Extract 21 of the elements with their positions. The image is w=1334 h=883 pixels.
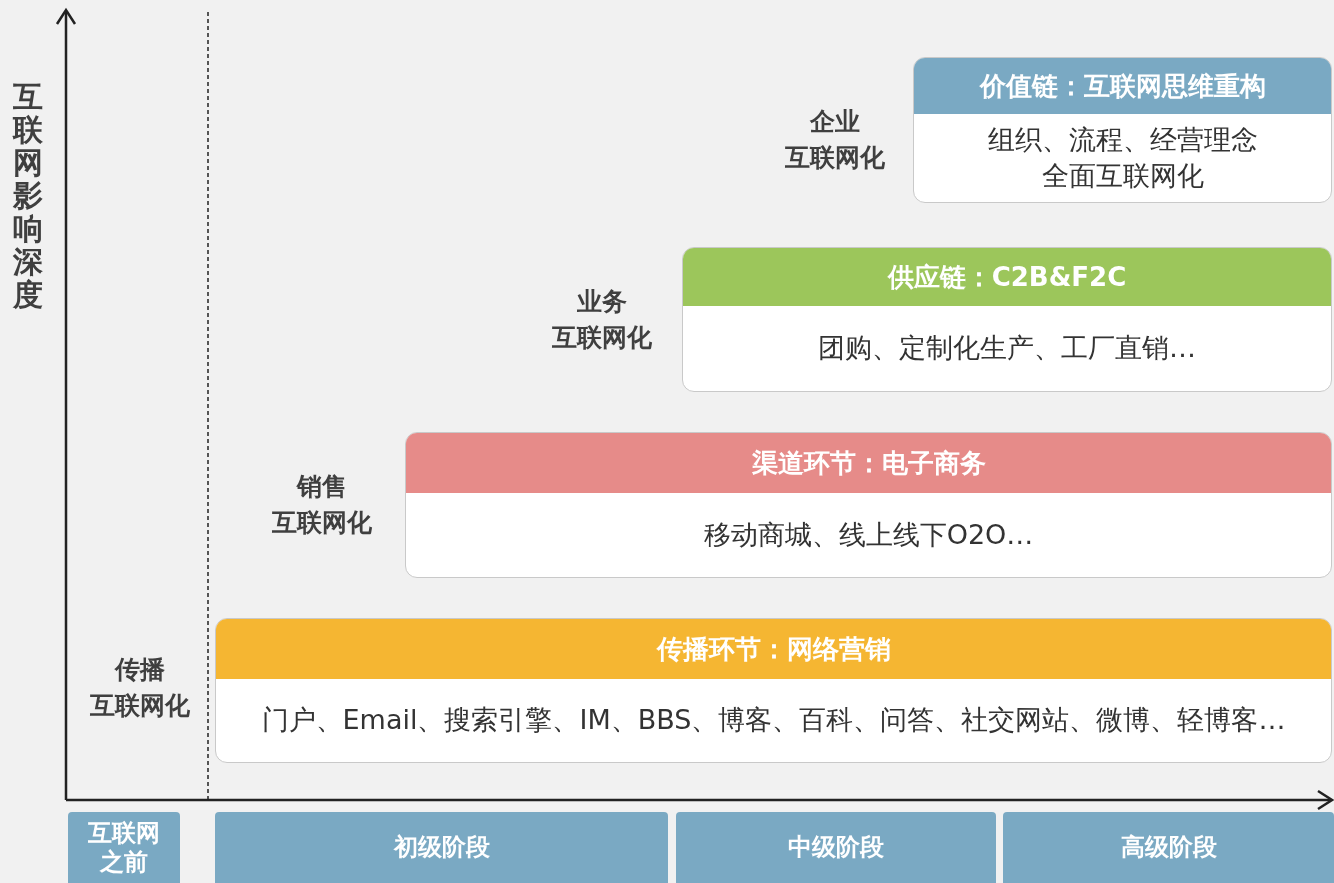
- stage-card: [682, 247, 1332, 392]
- level-label: 销售互联网化: [271, 471, 373, 540]
- stage-card: [215, 618, 1332, 763]
- card-text: 组织、流程、经营理念全面互联网化: [986, 122, 1259, 193]
- stage-card: [405, 432, 1332, 578]
- level-label: 传播互联网化: [89, 654, 191, 723]
- card-header: 价值链：互联网思维重构: [914, 58, 1331, 114]
- level-label: 企业互联网化: [784, 106, 886, 175]
- card-text: 团购、定制化生产、工厂直销…: [818, 331, 1196, 366]
- card-header: 传播环节：网络营销: [216, 619, 1331, 679]
- stage-tab: 高级阶段: [1003, 812, 1334, 883]
- stage-tab: 中级阶段: [676, 812, 996, 883]
- card-text: 门户、Email、搜索引擎、IM、BBS、博客、百科、问答、社交网站、微博、轻博客…: [261, 703, 1286, 738]
- stage-tab: 互联网之前: [68, 812, 180, 883]
- card-text: 移动商城、线上线下O2O…: [703, 517, 1034, 552]
- card-header: 供应链：C2B&F2C: [683, 248, 1331, 306]
- card-header: 渠道环节：电子商务: [406, 433, 1331, 493]
- stage-card: [913, 57, 1332, 203]
- stage-tab: 初级阶段: [215, 812, 668, 883]
- level-label: 业务互联网化: [551, 286, 653, 355]
- axis-label: 互联网影响深度: [13, 80, 43, 311]
